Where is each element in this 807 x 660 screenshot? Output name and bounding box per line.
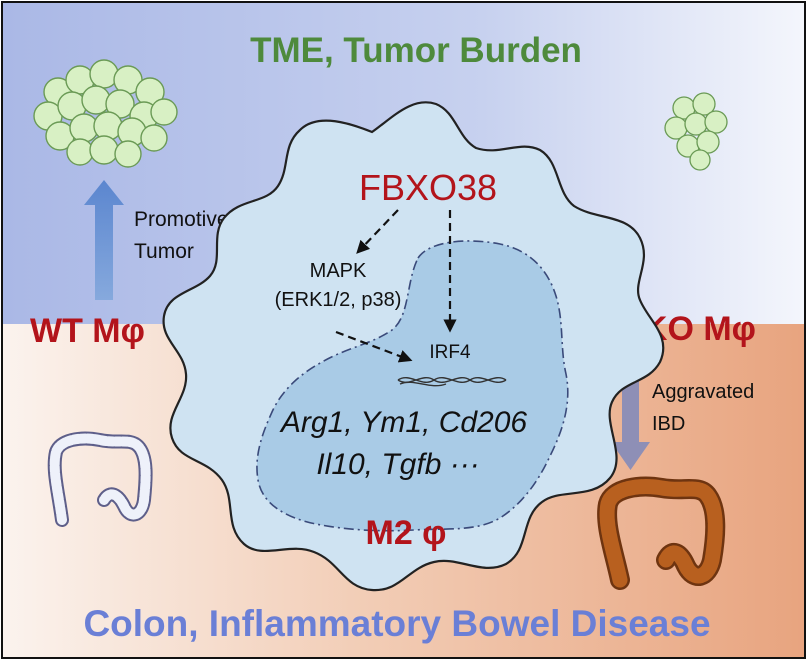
target-genes-line-2: Il10, Tgfb ··· [316, 448, 479, 481]
fbxo38-label: FBXO38 [359, 167, 497, 208]
irf4-label: IRF4 [429, 342, 471, 363]
target-genes-line-1: Arg1, Ym1, Cd206 [279, 406, 528, 439]
tumor-cluster-icon [33, 59, 178, 168]
mapk-to-irf4-arrow [335, 330, 413, 363]
dna-helix-icon [397, 377, 507, 387]
promotive-label-1: Promotive [134, 208, 229, 231]
wt-macrophage-label: WT Mφ [30, 312, 145, 350]
fbxo38-to-mapk-arrow [356, 209, 399, 254]
m2-macrophage-label: M2 φ [366, 514, 447, 552]
aggravated-label-2: IBD [652, 413, 685, 435]
aggravated-label-1: Aggravated [652, 381, 754, 403]
aggravated-arrow [611, 356, 650, 470]
promotive-label-2: Tumor [134, 240, 194, 263]
small-tumor-cluster-icon [664, 92, 728, 171]
promotive-arrow [84, 180, 124, 300]
bottom-title: Colon, Inflammatory Bowel Disease [83, 603, 710, 644]
healthy-colon-icon [47, 431, 153, 527]
top-title: TME, Tumor Burden [250, 31, 582, 70]
nucleus [256, 240, 569, 532]
mapk-label-2: (ERK1/2, p38) [275, 289, 402, 311]
mapk-label-1: MAPK [310, 260, 367, 282]
inflamed-colon-icon [597, 476, 726, 590]
